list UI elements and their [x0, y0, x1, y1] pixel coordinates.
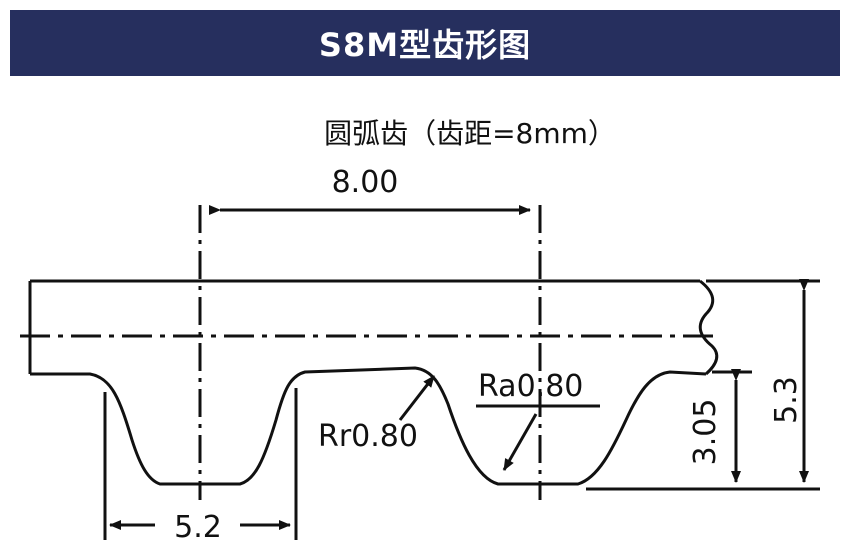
header-bar: S8M型齿形图 — [10, 10, 840, 76]
belt-break-line — [698, 279, 719, 376]
diagram-subtitle: 圆弧齿（齿距=8mm） — [324, 117, 616, 150]
root-radius-leader — [398, 375, 436, 421]
tooth-height-label: 3.05 — [688, 399, 723, 466]
tip-radius-label: Ra0.80 — [478, 369, 583, 404]
tooth-width-label: 5.2 — [174, 510, 222, 545]
root-radius-label: Rr0.80 — [318, 419, 418, 454]
page-title: S8M型齿形图 — [318, 26, 532, 64]
total-height-label: 5.3 — [769, 376, 804, 424]
pitch-label: 8.00 — [332, 165, 399, 200]
tooth-profile-outline — [30, 366, 707, 486]
tip-radius-leader — [502, 413, 538, 471]
